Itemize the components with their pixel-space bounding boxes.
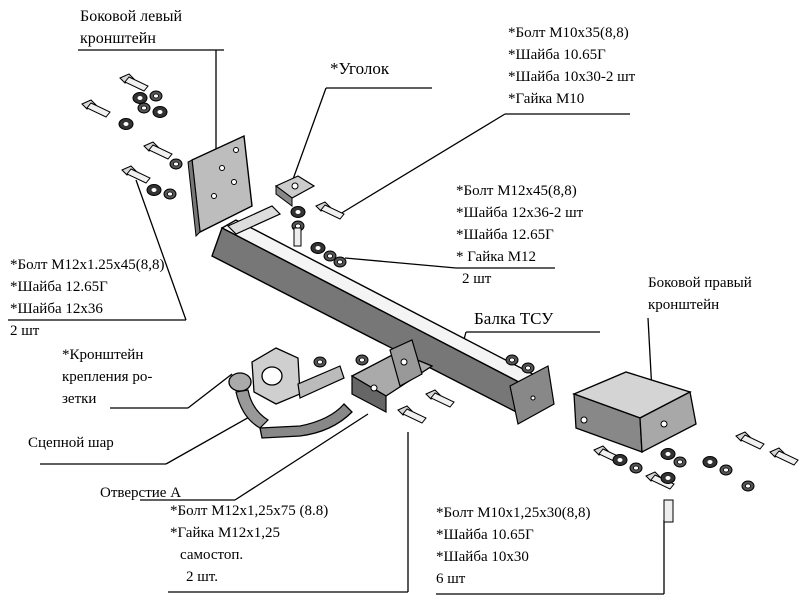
- right-bracket: [572, 371, 697, 454]
- corner-label: *Уголок: [330, 59, 390, 78]
- corner-piece: [274, 175, 316, 247]
- bolt-m10x35-label: *Болт М10х35(8,8) *Шайба 10.65Г *Шайба 1…: [508, 25, 636, 107]
- socket-bracket-and-tow-ball: [228, 347, 353, 439]
- tow-ball-label: Сцепной шар: [28, 435, 114, 451]
- right-bracket-label: Боковой правый кронштейн: [648, 275, 752, 313]
- hole-a-label: Отверстие А: [100, 485, 182, 501]
- tow-beam: [211, 205, 555, 425]
- bolt-m12x125x45-label: *Болт М12х1.25х45(8,8) *Шайба 12.65Г *Ша…: [10, 257, 165, 339]
- bolt-m12x125x75-label: *Болт М12х1,25х75 (8.8) *Гайка М12х1,25 …: [170, 503, 329, 585]
- left-bracket-label: Боковой левый кронштейн: [80, 8, 183, 47]
- bolt-m12x45-label: *Болт М12х45(8,8) *Шайба 12х36-2 шт *Шай…: [456, 183, 584, 287]
- beam-label: Балка ТСУ: [474, 309, 554, 328]
- bolt-m10x125x30-label: *Болт М10х1,25х30(8,8) *Шайба 10.65Г *Ша…: [436, 505, 591, 587]
- right-fasteners: [505, 354, 799, 523]
- socket-bracket-label: *Кронштейн крепления ро- зетки: [62, 347, 153, 407]
- left-bracket: [187, 134, 253, 238]
- center-brackets: [313, 339, 455, 424]
